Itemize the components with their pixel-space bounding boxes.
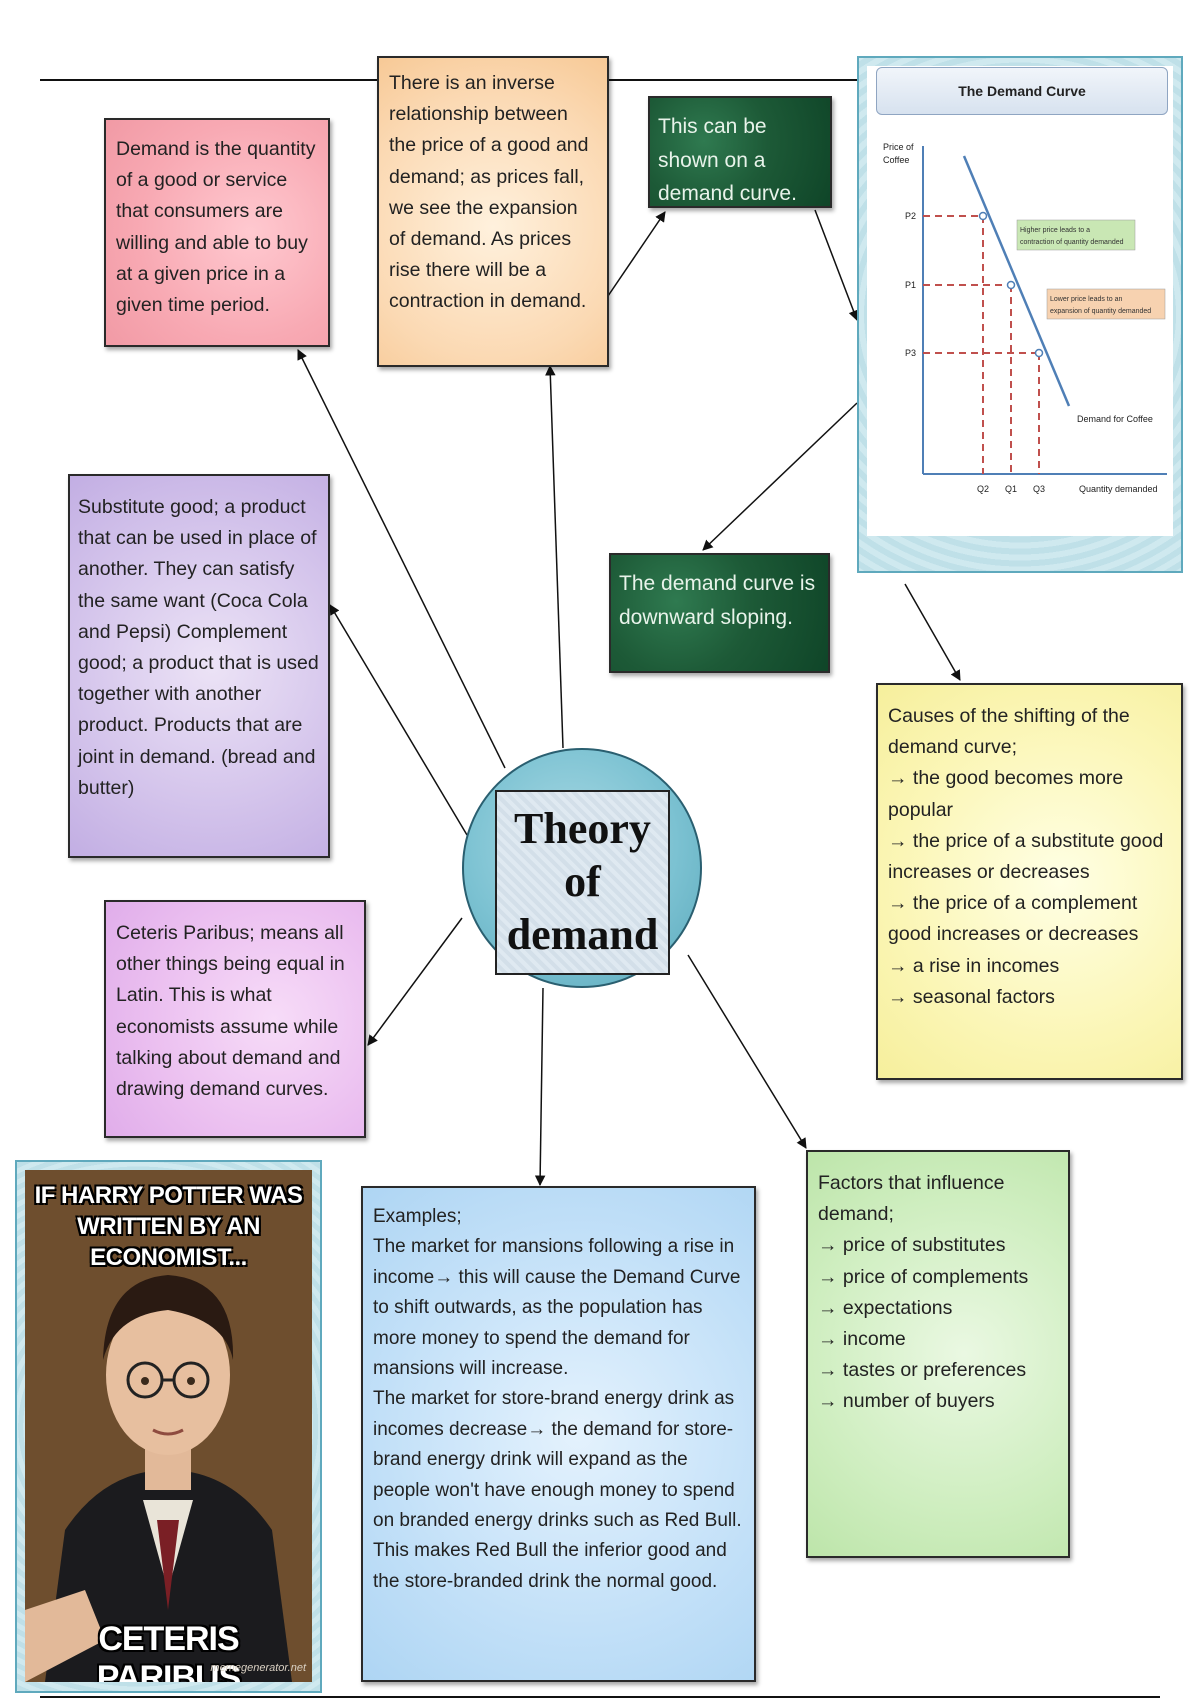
shown-on-curve-box: This can be shown on a demand curve. xyxy=(648,96,832,208)
annotation-text: Higher price leads to a xyxy=(1020,227,1090,234)
y-axis-label: Coffee xyxy=(883,155,909,165)
demand-point xyxy=(1006,280,1016,290)
arrow-to-ceteris xyxy=(367,917,463,1046)
causes-item: → the good becomes more popular xyxy=(888,767,1124,821)
definition-box: Demand is the quantity of a good or serv… xyxy=(104,118,330,347)
arrow-to-definition xyxy=(297,349,506,769)
x-axis-label: Quantity demanded xyxy=(1079,484,1158,494)
causes-item: → seasonal factors xyxy=(888,985,1055,1008)
x-tick-label: Q2 xyxy=(977,484,989,494)
arrow-to-inverse xyxy=(545,364,564,749)
factors-influence-box: Factors that influence demand; → price o… xyxy=(806,1150,1070,1558)
portrait-illustration xyxy=(25,1170,312,1682)
y-tick-label: P3 xyxy=(905,348,916,358)
downward-sloping-box: The demand curve is downward sloping. xyxy=(609,553,830,673)
factors-item: → expectations xyxy=(818,1296,953,1319)
annotation-box xyxy=(1046,288,1166,320)
substitute-complement-box: Substitute good; a product that can be u… xyxy=(68,474,330,858)
x-tick-label: Q1 xyxy=(1005,484,1017,494)
causes-heading: Causes of the shifting of the demand cur… xyxy=(888,705,1130,759)
bottom-rule xyxy=(40,1696,1160,1698)
annotation-text: expansion of quantity demanded xyxy=(1050,308,1151,315)
substitutes-text: Substitute good; a product that can be u… xyxy=(78,496,319,799)
center-title-line1: Theory of xyxy=(514,804,651,907)
factors-item: → price of complements xyxy=(818,1265,1029,1288)
factors-heading: Factors that influence demand; xyxy=(818,1172,1005,1226)
meme-photo: IF HARRY POTTER WAS WRITTEN BY AN ECONOM… xyxy=(25,1170,312,1682)
arrow-to-examples xyxy=(534,987,546,1187)
arrow-chart-to-causes xyxy=(904,583,961,681)
factors-item: → price of substitutes xyxy=(818,1234,1006,1257)
causes-item: → a rise in incomes xyxy=(888,954,1060,977)
demand-line xyxy=(962,155,1071,407)
inverse-relationship-box: There is an inverse relationship between… xyxy=(377,56,609,367)
harry-potter-meme: IF HARRY POTTER WAS WRITTEN BY AN ECONOM… xyxy=(15,1160,322,1693)
inverse-text: There is an inverse relationship between… xyxy=(389,72,589,313)
arrow-to-substitutes xyxy=(329,604,468,836)
downward-text: The demand curve is downward sloping. xyxy=(619,572,816,629)
annotation-text: contraction of quantity demanded xyxy=(1020,239,1124,246)
y-axis-label: Price of xyxy=(883,142,914,152)
causes-item: → the price of a substitute good increas… xyxy=(888,829,1164,883)
examples-paragraph-1: The market for mansions following a rise… xyxy=(373,1236,741,1379)
ceteris-text: Ceteris Paribus; means all other things … xyxy=(116,922,345,1100)
definition-text: Demand is the quantity of a good or serv… xyxy=(116,138,316,316)
meme-top-text: IF HARRY POTTER WAS WRITTEN BY AN ECONOM… xyxy=(34,1182,303,1272)
shown-on-curve-text: This can be shown on a demand curve. xyxy=(658,115,797,206)
meme-bottom-text: CETERIS PARIBUS xyxy=(96,1620,242,1682)
demand-point xyxy=(978,211,988,221)
arrow-shown-to-chart xyxy=(814,209,859,321)
demand-point xyxy=(1034,348,1044,358)
arrow-chart-to-downward xyxy=(702,402,858,551)
arrow-to-factors xyxy=(687,954,807,1149)
factors-item: → number of buyers xyxy=(818,1390,995,1413)
causes-shift-box: Causes of the shifting of the demand cur… xyxy=(876,683,1183,1080)
examples-heading: Examples; xyxy=(373,1206,462,1227)
center-title-line2: demand xyxy=(506,909,659,959)
annotation-box xyxy=(1016,219,1136,251)
meme-watermark: memegenerator.net xyxy=(210,1662,306,1674)
y-tick-label: P2 xyxy=(905,211,916,221)
x-tick-label: Q3 xyxy=(1033,484,1045,494)
ceteris-paribus-box: Ceteris Paribus; means all other things … xyxy=(104,900,366,1138)
factors-item: → tastes or preferences xyxy=(818,1359,1027,1382)
y-tick-label: P1 xyxy=(905,280,916,290)
factors-item: → income xyxy=(818,1327,906,1350)
chart-title: The Demand Curve xyxy=(876,67,1168,115)
examples-paragraph-2: The market for store-brand energy drink … xyxy=(373,1388,742,1592)
arrow-inverse-to-shown xyxy=(607,211,666,297)
annotation-text: Lower price leads to an xyxy=(1050,296,1122,303)
series-label: Demand for Coffee xyxy=(1077,414,1153,424)
examples-box: Examples; The market for mansions follow… xyxy=(361,1186,756,1682)
causes-item: → the price of a complement good increas… xyxy=(888,892,1139,946)
